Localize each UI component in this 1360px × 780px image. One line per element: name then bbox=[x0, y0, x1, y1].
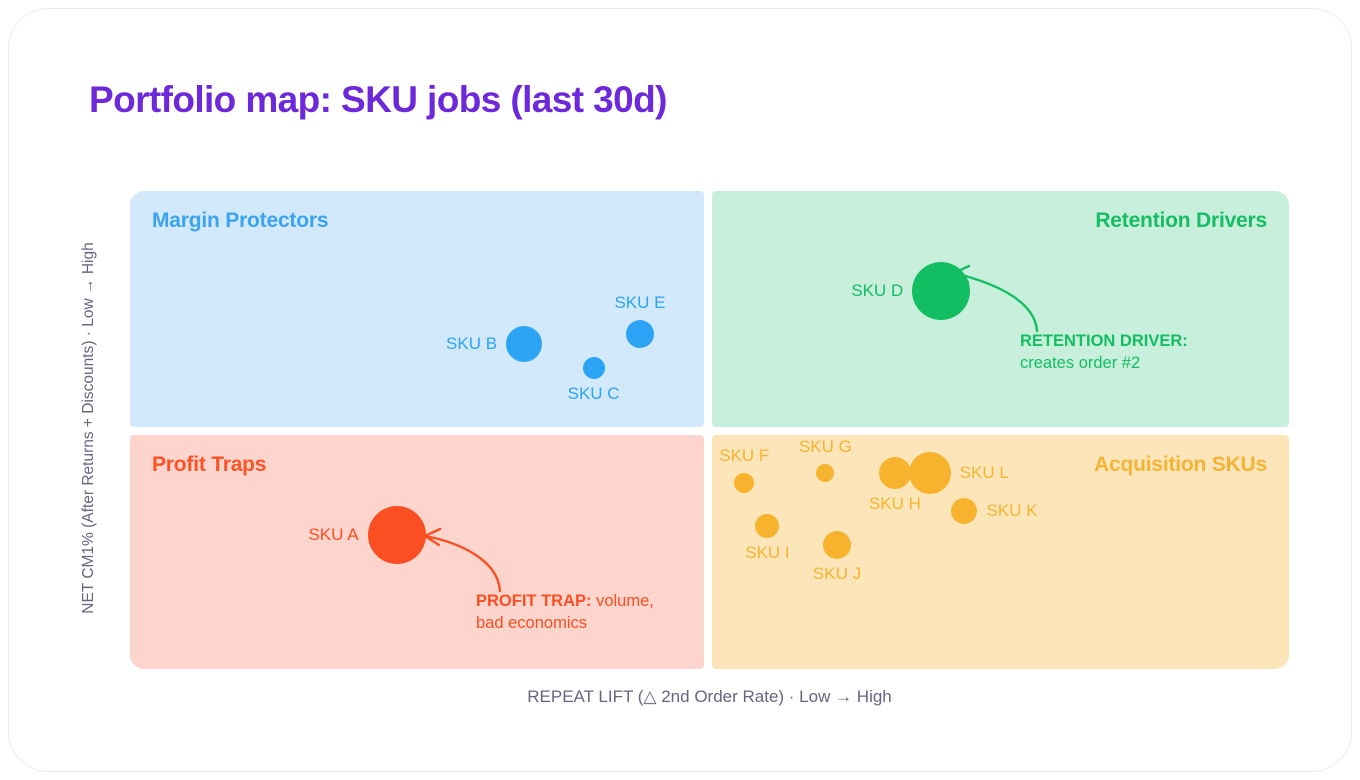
point-label-sku-j: SKU J bbox=[812, 563, 862, 583]
profit-trap-annotation-arrow bbox=[423, 527, 502, 593]
point-label-sku-b: SKU B bbox=[446, 333, 498, 353]
profit-trap-annotation-line2: bad economics bbox=[476, 614, 587, 633]
quadrant-retention-drivers: Retention Drivers bbox=[712, 191, 1289, 427]
quadrant-label-margin-protectors: Margin Protectors bbox=[152, 209, 329, 232]
bubble-sku-j[interactable] bbox=[822, 530, 851, 559]
bubble-sku-a[interactable] bbox=[367, 506, 426, 565]
bubble-sku-e[interactable] bbox=[625, 320, 654, 349]
bubble-sku-l[interactable] bbox=[908, 452, 951, 495]
bubble-sku-h[interactable] bbox=[878, 457, 911, 490]
bubble-sku-c[interactable] bbox=[582, 356, 605, 379]
point-label-sku-c: SKU C bbox=[567, 383, 620, 403]
bubble-sku-k[interactable] bbox=[951, 498, 978, 525]
point-label-sku-e: SKU E bbox=[614, 293, 666, 313]
quadrant-acquisition-skus: Acquisition SKUs bbox=[712, 435, 1289, 669]
quadrant-label-profit-traps: Profit Traps bbox=[152, 453, 267, 476]
bubble-sku-b[interactable] bbox=[506, 325, 543, 362]
point-label-sku-f: SKU F bbox=[719, 445, 770, 465]
quadrant-plot-area: Margin Protectors Retention Drivers Prof… bbox=[130, 191, 1289, 669]
retention-annotation-bold: RETENTION DRIVER: bbox=[1020, 332, 1188, 350]
bubble-sku-f[interactable] bbox=[734, 472, 755, 493]
profit-trap-annotation: PROFIT TRAP: volume, bad economics bbox=[476, 590, 654, 635]
profit-trap-annotation-rest: volume, bbox=[591, 592, 654, 610]
point-label-sku-a: SKU A bbox=[308, 525, 359, 545]
chart-card: Portfolio map: SKU jobs (last 30d) NET C… bbox=[8, 8, 1352, 772]
point-label-sku-i: SKU I bbox=[745, 542, 790, 562]
retention-driver-annotation: RETENTION DRIVER: creates order #2 bbox=[1020, 330, 1188, 375]
profit-trap-annotation-bold: PROFIT TRAP: bbox=[476, 592, 592, 610]
page-title: Portfolio map: SKU jobs (last 30d) bbox=[89, 79, 667, 120]
quadrant-label-acquisition-skus: Acquisition SKUs bbox=[1094, 453, 1267, 476]
point-label-sku-h: SKU H bbox=[868, 494, 921, 514]
profit-trap-annotation-line1: PROFIT TRAP: volume, bbox=[476, 592, 654, 610]
quadrant-label-retention-drivers: Retention Drivers bbox=[1095, 209, 1267, 232]
bubble-sku-d[interactable] bbox=[912, 262, 971, 321]
retention-annotation-arrow bbox=[952, 264, 1039, 333]
y-axis-label: NET CM1% (After Returns + Discounts) · L… bbox=[80, 242, 97, 614]
point-label-sku-k: SKU K bbox=[986, 501, 1038, 521]
bubble-sku-g[interactable] bbox=[816, 464, 835, 483]
retention-annotation-text: creates order #2 bbox=[1020, 354, 1141, 373]
point-label-sku-g: SKU G bbox=[798, 437, 852, 457]
bubble-sku-i[interactable] bbox=[755, 513, 780, 538]
x-axis-label: REPEAT LIFT (△ 2nd Order Rate) · Low → H… bbox=[527, 687, 892, 706]
point-label-sku-l: SKU L bbox=[959, 463, 1009, 483]
point-label-sku-d: SKU D bbox=[851, 281, 904, 301]
quadrant-margin-protectors: Margin Protectors bbox=[130, 191, 704, 427]
